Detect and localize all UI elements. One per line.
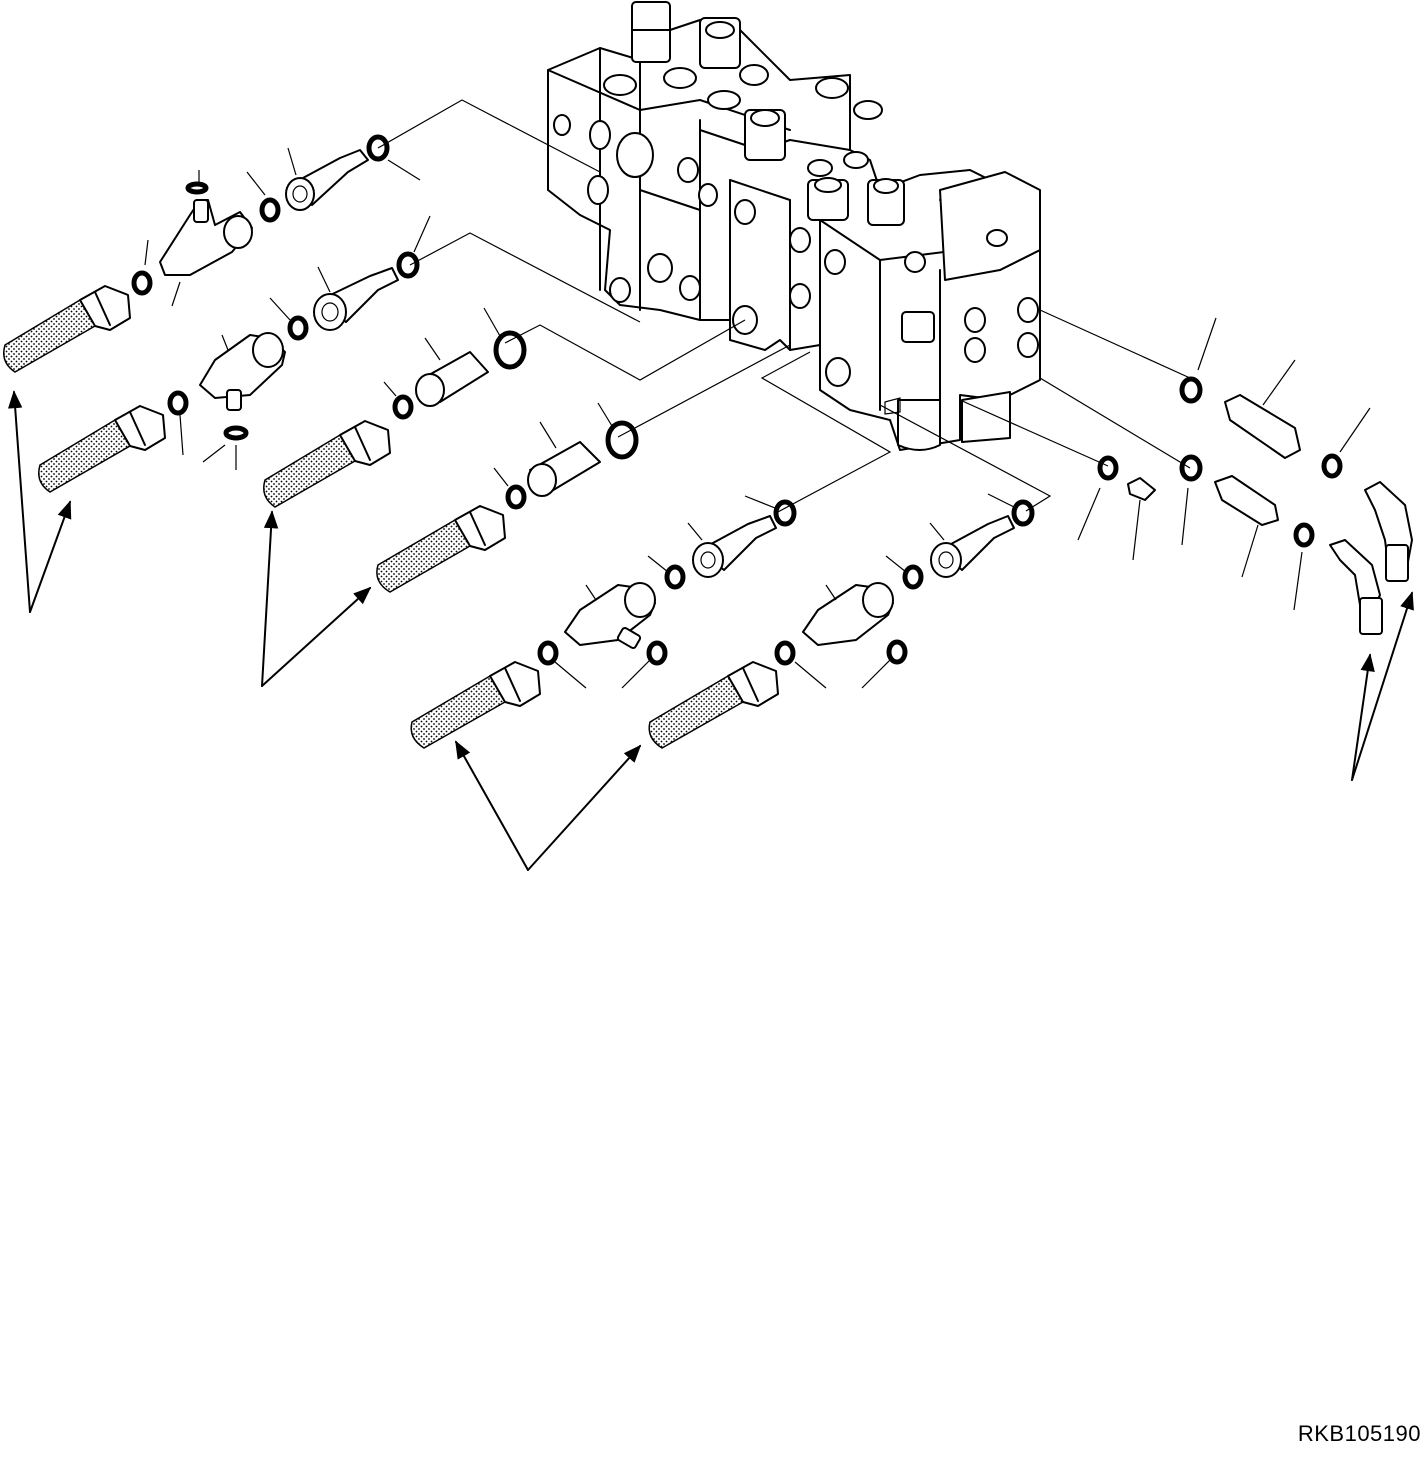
o-ring [646, 640, 668, 666]
drawing-reference-code: RKB105190 [1297, 1421, 1421, 1446]
o-ring [1179, 376, 1203, 404]
o-ring [392, 394, 414, 420]
o-ring [167, 390, 189, 416]
o-ring [1179, 454, 1203, 482]
o-ring [1097, 455, 1119, 481]
o-ring [605, 420, 639, 460]
o-ring [1011, 499, 1035, 527]
indicator-arrows [7, 390, 1414, 871]
leader-lines [377, 99, 1191, 514]
o-ring [774, 640, 796, 666]
fitting-group-1 [131, 134, 421, 307]
o-ring [259, 197, 281, 223]
o-ring [902, 564, 924, 590]
o-ring [366, 134, 390, 162]
o-ring [886, 639, 908, 665]
o-ring [287, 315, 309, 341]
o-ring [185, 181, 209, 195]
o-ring [396, 251, 420, 279]
o-ring [131, 270, 153, 296]
o-ring [664, 564, 686, 590]
o-ring [493, 330, 527, 370]
plug [1127, 477, 1156, 501]
o-ring [1293, 522, 1315, 548]
fitting-group-right [1077, 317, 1413, 635]
o-ring [773, 499, 797, 527]
hose-ends [3, 285, 779, 749]
o-ring [1321, 453, 1343, 479]
union-adapter [1214, 475, 1279, 526]
fitting-group-6 [774, 493, 1035, 689]
elbow-hose-end [1329, 539, 1381, 606]
fitting-group-2 [167, 215, 431, 470]
o-ring [223, 425, 249, 441]
fitting-group-4 [493, 402, 639, 510]
fitting-group-3 [383, 307, 527, 420]
fitting-group-5 [537, 495, 797, 689]
control-valve-assembly [547, 1, 1041, 451]
o-ring [537, 640, 559, 666]
union-adapter [1224, 394, 1301, 459]
o-ring [505, 484, 527, 510]
